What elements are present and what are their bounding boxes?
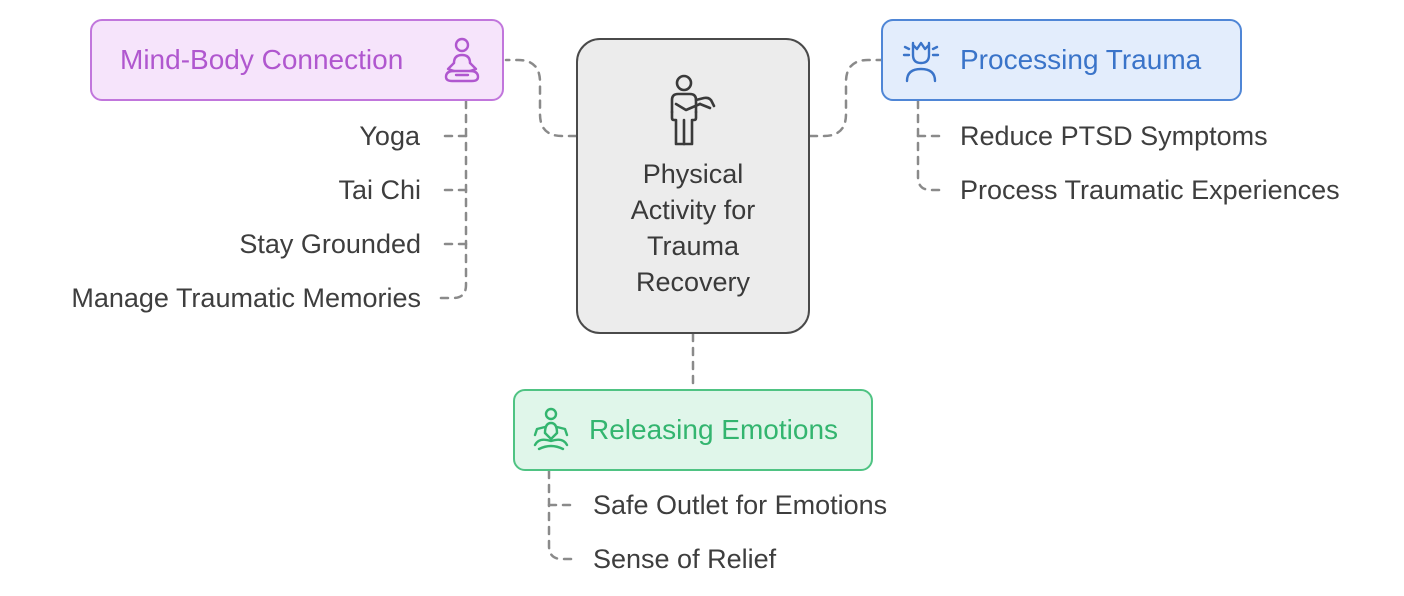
- leaf-process-traumatic-experiences: Process Traumatic Experiences: [960, 175, 1340, 205]
- branch-node-releasing-emotions: Releasing Emotions: [513, 389, 873, 471]
- branch-label-processing-trauma: Processing Trauma: [960, 44, 1202, 75]
- branch-label-releasing-emotions: Releasing Emotions: [589, 414, 839, 445]
- branch-node-mind-body: Mind-Body Connection: [90, 19, 504, 101]
- stressed-person-icon: [902, 41, 940, 83]
- center-title: Physical Activity for Trauma Recovery: [586, 156, 800, 300]
- center-title-line-3: Trauma: [646, 231, 740, 261]
- lotus-meditation-icon: [533, 407, 569, 451]
- leaf-manage-traumatic-memories: Manage Traumatic Memories: [71, 283, 421, 313]
- leaf-sense-of-relief: Sense of Relief: [593, 544, 777, 574]
- connector-center-trauma: [808, 58, 883, 138]
- meditating-person-icon: [444, 37, 480, 83]
- center-title-line-4: Recovery: [635, 267, 751, 297]
- leaf-tai-chi: Tai Chi: [338, 175, 421, 205]
- center-title-line-2: Activity for: [630, 195, 756, 225]
- connector-center-mindbody: [504, 58, 578, 138]
- branch-label-mind-body: Mind-Body Connection: [120, 44, 404, 75]
- branch-node-processing-trauma: Processing Trauma: [881, 19, 1242, 101]
- connector-mindbody-trunk: [438, 99, 468, 300]
- connector-emotions-trunk: [547, 469, 579, 561]
- connector-trauma-trunk: [916, 99, 946, 192]
- leaf-yoga: Yoga: [359, 121, 420, 151]
- leaf-reduce-ptsd-symptoms: Reduce PTSD Symptoms: [960, 121, 1268, 151]
- center-node: Physical Activity for Trauma Recovery: [576, 38, 810, 334]
- leaf-safe-outlet-for-emotions: Safe Outlet for Emotions: [593, 490, 888, 520]
- leaf-stay-grounded: Stay Grounded: [239, 229, 421, 259]
- center-title-line-1: Physical: [642, 159, 744, 189]
- person-with-arm-sling-icon: [670, 74, 716, 146]
